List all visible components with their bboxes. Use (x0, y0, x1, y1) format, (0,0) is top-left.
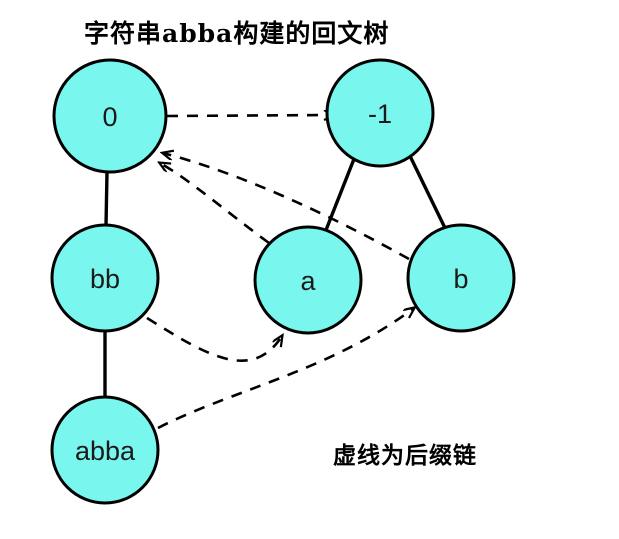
node-bb[interactable]: bb (50, 223, 160, 333)
node-a-circle[interactable] (253, 225, 363, 335)
dashed-edge-a-root0 (160, 163, 270, 245)
nodes-group: 0 -1 bb a b abba (50, 58, 516, 505)
node-bb-circle[interactable] (50, 223, 160, 333)
node-abba[interactable]: abba (50, 395, 160, 505)
dashed-edge-root0-rootm1 (166, 115, 334, 116)
node-b[interactable]: b (406, 223, 516, 333)
figure-title: 字符串abba构建的回文树 (84, 19, 389, 48)
dashed-edge-bb-a (146, 316, 282, 362)
node-root0[interactable]: 0 (52, 58, 168, 174)
node-rootm1[interactable]: -1 (325, 58, 435, 168)
node-a[interactable]: a (253, 225, 363, 335)
solid-edges-group (103, 155, 447, 397)
node-root0-label: 0 (102, 102, 117, 132)
node-b-label: b (453, 264, 468, 294)
node-abba-label: abba (75, 436, 136, 466)
dashed-edge-abba-b (157, 308, 414, 430)
figure-legend: 虚线为后缀链 (333, 442, 477, 469)
node-a-label: a (300, 266, 316, 296)
node-b-circle[interactable] (406, 223, 516, 333)
node-bb-label: bb (90, 264, 120, 294)
solid-edge-rootm1-a (324, 158, 356, 231)
dashed-edges-group (146, 115, 414, 430)
node-rootm1-label: -1 (368, 99, 392, 129)
node-rootm1-circle[interactable] (325, 58, 435, 168)
node-abba-circle[interactable] (50, 395, 160, 505)
solid-edge-rootm1-b (408, 155, 447, 229)
node-root0-circle[interactable] (52, 58, 168, 174)
solid-edge-root0-bb (104, 171, 109, 227)
